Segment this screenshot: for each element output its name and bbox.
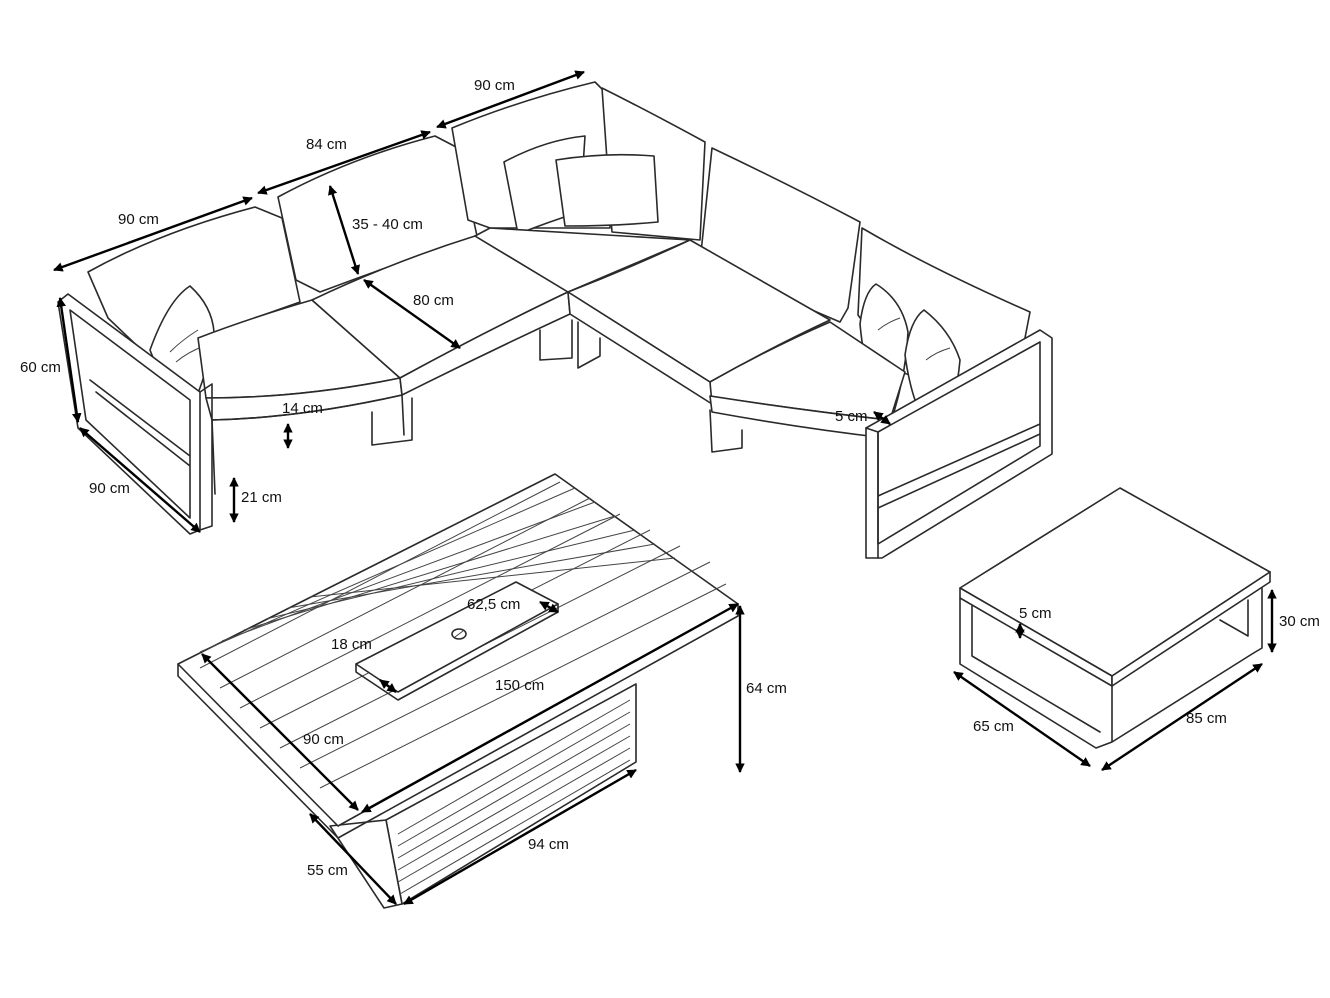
ottoman-frame [959, 587, 1263, 749]
dim-table-width [201, 653, 359, 811]
label-module-depth: 90 cm [89, 480, 130, 497]
label-ottoman-depth: 65 cm [973, 718, 1014, 735]
dim-arm-width [873, 411, 891, 425]
dim-total-height [56, 297, 82, 423]
label-burner-length: 62,5 cm [467, 596, 520, 613]
label-arm-width: 5 cm [835, 408, 868, 425]
label-total-height: 60 cm [20, 359, 61, 376]
label-backrest-height: 35 - 40 cm [352, 216, 423, 233]
dimension-labels: 90 cm 84 cm 90 cm 35 - 40 cm 80 cm 60 cm… [20, 77, 1320, 879]
label-sofa-middle-width: 84 cm [306, 136, 347, 153]
label-sofa-left-width: 90 cm [118, 211, 159, 228]
label-base-width: 55 cm [307, 862, 348, 879]
label-seat-depth: 80 cm [413, 292, 454, 309]
dim-sofa-middle-width [257, 130, 431, 195]
right-base-frame [709, 409, 743, 453]
label-table-length: 150 cm [495, 677, 544, 694]
dim-sofa-corner-width [436, 70, 585, 129]
fire-pit-table [177, 473, 739, 909]
ottoman-cushion-top [959, 487, 1271, 677]
right-armrest [865, 329, 1053, 559]
middle-base-frame [539, 319, 573, 361]
label-table-height: 64 cm [746, 680, 787, 697]
left-armrest-side [199, 383, 213, 531]
right-armrest-side [865, 427, 879, 559]
dim-base-length [403, 768, 637, 906]
label-base-length: 94 cm [528, 836, 569, 853]
dim-ottoman-length [1101, 662, 1263, 772]
pillow-corner-2 [555, 153, 659, 227]
dim-sofa-left-width [53, 196, 253, 272]
pillow-right-pattern [877, 317, 951, 361]
corner-base-frame [577, 321, 601, 369]
dim-base-width [309, 813, 397, 905]
label-ottoman-length: 85 cm [1186, 710, 1227, 727]
label-ottoman-height: 30 cm [1279, 613, 1320, 630]
label-table-width: 90 cm [303, 731, 344, 748]
sectional-sofa [57, 81, 1053, 559]
label-sofa-corner-width: 90 cm [474, 77, 515, 94]
label-burner-width: 18 cm [331, 636, 372, 653]
dim-module-depth [79, 427, 201, 533]
label-ottoman-cushion: 5 cm [1019, 605, 1052, 622]
dim-ottoman-depth [953, 671, 1091, 767]
ottoman [959, 487, 1271, 749]
label-seat-cushion: 14 cm [282, 400, 323, 417]
label-seat-height: 21 cm [241, 489, 282, 506]
dim-backrest-height [328, 185, 360, 275]
dim-seat-depth [363, 279, 461, 349]
dimension-lines [53, 70, 1277, 906]
